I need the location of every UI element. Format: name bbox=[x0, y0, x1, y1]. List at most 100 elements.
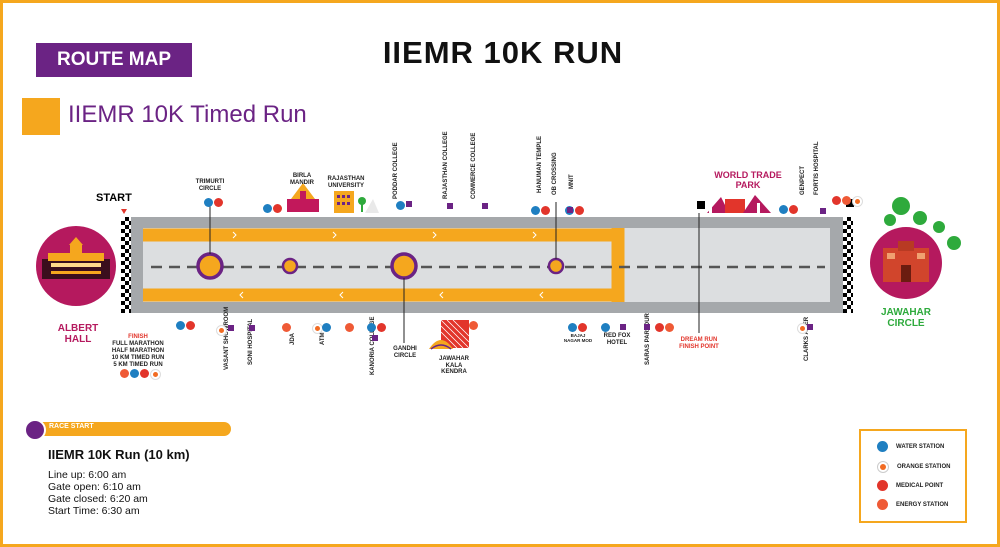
jawahar-kala-kendra-icon bbox=[429, 319, 470, 350]
energy-bolt-icon bbox=[469, 321, 478, 330]
legend-orange: ORANGE STATION bbox=[877, 461, 950, 473]
orange-fruit-icon bbox=[216, 325, 227, 336]
birla-mandir-icon bbox=[287, 183, 319, 212]
fortis-label: FORTIS HOSPITAL bbox=[814, 141, 820, 195]
rajcol-label: RAJASTHAN COLLEGE bbox=[443, 131, 449, 199]
jkk-label: JAWAHAR KALA KENDRA bbox=[438, 356, 469, 375]
water-drop-icon bbox=[601, 323, 610, 332]
commerce-label: COMMERCE COLLEGE bbox=[471, 132, 477, 199]
water-drop-icon bbox=[568, 323, 577, 332]
jda-label: JDA bbox=[290, 332, 296, 345]
end-flag bbox=[843, 217, 853, 313]
orange-fruit-icon bbox=[877, 461, 889, 473]
medical-kit-icon bbox=[377, 323, 386, 332]
legend-energy: ENERGY STATION bbox=[877, 499, 948, 510]
race-start-time: Start Time: 6:30 am bbox=[48, 505, 140, 517]
energy-bolt-icon bbox=[120, 369, 129, 378]
bajaj-label: BAJAJ NAGAR MOD bbox=[563, 333, 593, 343]
legend-water: WATER STATION bbox=[877, 441, 944, 452]
route-svg bbox=[36, 183, 961, 350]
kanoria-marker bbox=[372, 335, 378, 341]
birla-label: BIRLA MANDIR bbox=[290, 173, 314, 186]
medical-kit-icon bbox=[273, 204, 282, 213]
dream-run-sub: FINISH POINT bbox=[679, 344, 719, 350]
finish-half: HALF MARATHON bbox=[111, 348, 165, 354]
energy-bolt-icon bbox=[877, 499, 888, 510]
race-title: IIEMR 10K Run (10 km) bbox=[48, 447, 190, 462]
ob-label: OB CROSSING bbox=[552, 152, 558, 195]
start-marker bbox=[121, 209, 127, 214]
energy-bolt-icon bbox=[665, 323, 674, 332]
page-title: IIEMR 10K RUN bbox=[382, 35, 624, 70]
commerce-marker bbox=[482, 203, 488, 209]
timed-run-swatch bbox=[22, 98, 60, 135]
medical-kit-icon bbox=[575, 206, 584, 215]
medical-kit-icon bbox=[789, 205, 798, 214]
water-drop-icon bbox=[877, 441, 888, 452]
legend: WATER STATION ORANGE STATION MEDICAL POI… bbox=[859, 429, 967, 523]
legend-medical: MEDICAL POINT bbox=[877, 480, 943, 491]
energy-bolt-icon bbox=[345, 323, 354, 332]
medical-kit-icon bbox=[877, 480, 888, 491]
water-drop-icon bbox=[396, 201, 405, 210]
water-drop-icon bbox=[130, 369, 139, 378]
timed-run-subtitle: IIEMR 10K Timed Run bbox=[68, 101, 307, 128]
mnit-marker bbox=[567, 207, 573, 213]
university-building-icon bbox=[334, 191, 379, 213]
race-lineup: Line up: 6:00 am bbox=[48, 469, 127, 481]
water-drop-icon bbox=[263, 204, 272, 213]
water-drop-icon bbox=[204, 198, 213, 207]
albert-hall-illustration bbox=[42, 237, 110, 279]
start-finish-flag bbox=[121, 217, 131, 313]
trimurti-roundabout bbox=[196, 252, 224, 280]
medical-kit-icon bbox=[214, 198, 223, 207]
ob-roundabout bbox=[547, 257, 565, 275]
soni-marker bbox=[249, 325, 255, 331]
race-gate-open: Gate open: 6:10 am bbox=[48, 481, 141, 493]
direction-arrows bbox=[232, 231, 544, 299]
mnit-label: MNIT bbox=[569, 174, 575, 189]
start-label: START bbox=[96, 192, 132, 204]
race-gate-closed: Gate closed: 6:20 am bbox=[48, 493, 148, 505]
water-drop-icon bbox=[176, 321, 185, 330]
rajcol-marker bbox=[447, 203, 453, 209]
jawahar-trees bbox=[884, 197, 961, 250]
route-map-badge: ROUTE MAP bbox=[36, 43, 192, 77]
world-trade-park-icon bbox=[707, 195, 771, 213]
orange-fruit-icon bbox=[852, 196, 863, 207]
trimurti-label: TRIMURTI CIRCLE bbox=[195, 179, 225, 192]
atm-label: ATM bbox=[320, 332, 326, 345]
energy-bolt-icon bbox=[282, 323, 291, 332]
medical-kit-icon bbox=[186, 321, 195, 330]
vasant-marker bbox=[228, 325, 234, 331]
saras-label: SARAS PARLOUR bbox=[645, 313, 651, 365]
medical-kit-icon bbox=[541, 206, 550, 215]
hanuman-label: HANUMAN TEMPLE bbox=[537, 136, 543, 193]
race-start-bar bbox=[28, 422, 231, 436]
podar-label: PODDAR COLLEGE bbox=[393, 142, 399, 199]
finish-5k: 5 KM TIMED RUN bbox=[113, 362, 163, 368]
race-start-label: RACE START bbox=[49, 423, 94, 430]
redfox-label: RED FOX HOTEL bbox=[603, 333, 631, 346]
gandhi-roundabout bbox=[390, 252, 418, 280]
clock-icon bbox=[24, 419, 46, 441]
vasant-label: VASANT SHOWROOM bbox=[224, 306, 230, 370]
medical-kit-icon bbox=[578, 323, 587, 332]
water-drop-icon bbox=[322, 323, 331, 332]
jawahar-gate-illustration bbox=[883, 241, 929, 282]
gandhi-label: GANDHI CIRCLE bbox=[393, 346, 417, 359]
clarks-marker bbox=[807, 324, 813, 330]
orange-fruit-icon bbox=[150, 369, 161, 380]
water-drop-icon bbox=[779, 205, 788, 214]
saras-marker bbox=[644, 324, 650, 330]
genpect-label: GENPECT bbox=[800, 165, 806, 195]
energy-bolt-icon bbox=[842, 196, 851, 205]
dream-flag bbox=[697, 201, 705, 209]
birla-roundabout bbox=[281, 257, 299, 275]
finish-10k: 10 KM TIMED RUN bbox=[111, 355, 165, 361]
jawahar-circle-label: JAWAHAR CIRCLE bbox=[880, 307, 931, 329]
redfox-marker bbox=[620, 324, 626, 330]
dream-run-heading: DREAM RUN bbox=[680, 337, 718, 343]
podar-marker bbox=[406, 201, 412, 207]
